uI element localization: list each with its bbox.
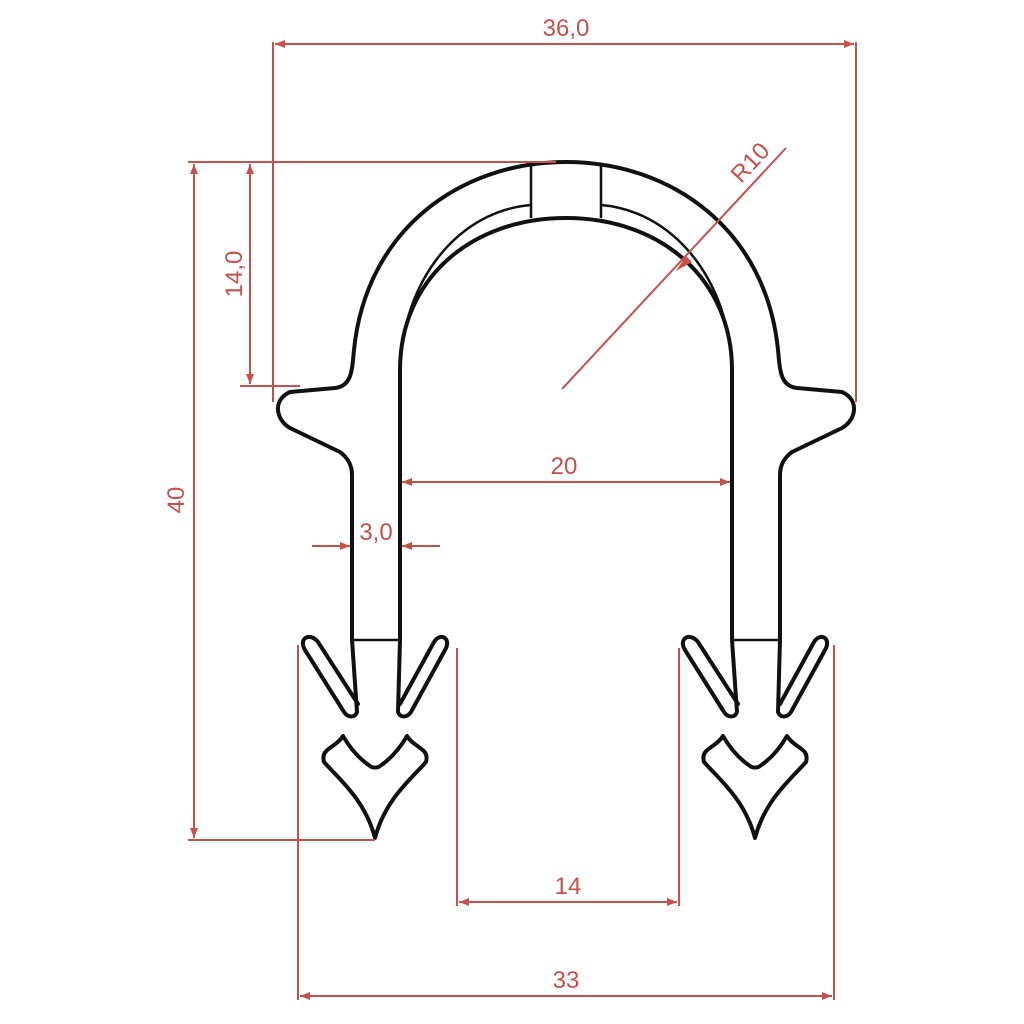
dimension-lines xyxy=(188,40,857,1000)
label-gap-between-barbs: 14 xyxy=(555,873,582,900)
inner-arch-shade-right xyxy=(600,203,729,331)
label-arch-radius: R10 xyxy=(726,138,776,189)
gate-mark xyxy=(529,165,603,218)
label-arch-height: 14,0 xyxy=(221,251,248,298)
label-overall-height: 40 xyxy=(163,487,190,514)
dim-arch-radius xyxy=(561,147,787,390)
label-barb-span: 33 xyxy=(553,967,580,994)
dimension-labels: 36,0 14,0 40 R10 20 3,0 14 33 xyxy=(163,15,775,994)
inner-arch-shade xyxy=(403,203,532,331)
label-overall-width: 36,0 xyxy=(543,15,590,42)
clip-outline xyxy=(276,160,856,840)
label-wall-thickness: 3,0 xyxy=(359,519,392,546)
left-barb xyxy=(300,634,450,840)
inner-arch xyxy=(398,216,734,642)
label-inner-width: 20 xyxy=(551,453,578,480)
outer-arch xyxy=(276,160,856,642)
right-barb xyxy=(680,634,830,840)
